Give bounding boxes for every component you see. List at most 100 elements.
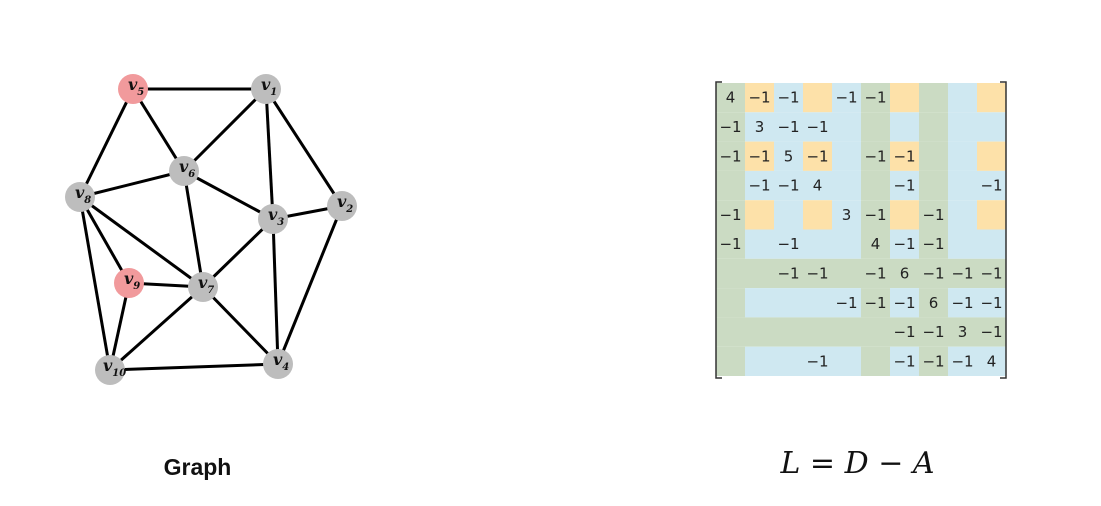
matrix-cell-5-8	[948, 229, 977, 259]
matrix-cell-3-6	[890, 170, 919, 201]
edge-v6-v8	[79, 169, 185, 199]
matrix-cell-1-1	[745, 112, 774, 142]
matrix-cell-3-7	[919, 170, 948, 201]
matrix-cell-0-8	[948, 83, 977, 113]
node-circle-v2	[327, 191, 357, 221]
edge-v2-v4	[276, 205, 344, 365]
matrix-cell-4-3	[803, 200, 832, 230]
matrix-cell-7-8	[948, 288, 977, 318]
matrix-cell-3-5	[861, 170, 890, 201]
matrix-value-4-7: −1	[922, 206, 944, 224]
node-circle-v9	[114, 268, 144, 298]
matrix-cell-6-7	[919, 258, 948, 289]
matrix-cell-6-9	[977, 258, 1006, 289]
node-v8: v8	[65, 182, 95, 212]
matrix-cell-2-8	[948, 141, 977, 171]
matrix-value-9-3: −1	[806, 352, 828, 370]
matrix-value-0-0: 4	[726, 89, 736, 107]
matrix-value-4-5: −1	[864, 206, 886, 224]
matrix-cell-6-1	[745, 258, 774, 289]
matrix-cell-8-0	[716, 317, 745, 347]
matrix-cell-7-5	[861, 288, 890, 318]
matrix-cell-0-2	[774, 83, 803, 113]
node-circle-v5	[118, 74, 148, 104]
matrix-cell-8-3	[803, 317, 832, 347]
matrix-cell-4-1	[745, 200, 774, 230]
matrix-cell-8-4	[832, 317, 861, 347]
matrix-value-6-3: −1	[806, 264, 828, 282]
matrix-cell-4-9	[977, 200, 1006, 230]
graph-edges	[78, 87, 344, 372]
matrix-cell-8-5	[861, 317, 890, 347]
matrix-cell-6-0	[716, 258, 745, 289]
node-circle-v4	[263, 349, 293, 379]
formula-equals: =	[809, 446, 836, 481]
matrix-cell-4-8	[948, 200, 977, 230]
matrix-cell-1-0	[716, 112, 745, 142]
matrix-cell-2-9	[977, 141, 1006, 171]
matrix-value-5-5: 4	[871, 235, 881, 253]
matrix-value-2-0: −1	[719, 147, 741, 165]
matrix-value-8-6: −1	[893, 323, 915, 341]
matrix-cell-5-5	[861, 229, 890, 259]
matrix-left-bracket	[715, 81, 722, 379]
matrix-value-3-6: −1	[893, 177, 915, 195]
matrix-cell-3-1	[745, 170, 774, 201]
matrix-cell-6-2	[774, 258, 803, 289]
edge-v7-v4	[201, 285, 280, 366]
edge-v8-v10	[78, 196, 112, 371]
matrix-cell-4-6	[890, 200, 919, 230]
matrix-value-9-6: −1	[893, 352, 915, 370]
matrix-value-8-8: 3	[958, 323, 968, 341]
edge-v3-v4	[271, 218, 280, 365]
matrix-value-9-7: −1	[922, 352, 944, 370]
matrix-cell-5-4	[832, 229, 861, 259]
matrix-cell-5-1	[745, 229, 774, 259]
matrix-cell-9-8	[948, 346, 977, 376]
matrix-cell-1-8	[948, 112, 977, 142]
node-v10: v10	[95, 355, 126, 385]
matrix-value-3-2: −1	[777, 177, 799, 195]
matrix-cell-0-5	[861, 83, 890, 113]
matrix-cell-2-0	[716, 141, 745, 171]
matrix-value-3-1: −1	[748, 177, 770, 195]
matrix-value-7-4: −1	[835, 294, 857, 312]
matrix-cell-7-6	[890, 288, 919, 318]
matrix-cell-2-7	[919, 141, 948, 171]
matrix-value-0-4: −1	[835, 89, 857, 107]
matrix-cell-5-7	[919, 229, 948, 259]
matrix-value-3-3: 4	[813, 177, 823, 195]
edge-v5-v6	[131, 88, 186, 172]
matrix-value-1-0: −1	[719, 118, 741, 136]
matrix-cell-9-9	[977, 346, 1006, 376]
matrix-cell-0-0	[716, 83, 745, 113]
matrix-cell-8-8	[948, 317, 977, 347]
matrix-value-1-1: 3	[755, 118, 765, 136]
matrix-cell-5-3	[803, 229, 832, 259]
matrix-cell-7-3	[803, 288, 832, 318]
matrix-cell-1-3	[803, 112, 832, 142]
matrix-value-6-7: −1	[922, 264, 944, 282]
edge-v5-v8	[78, 88, 135, 198]
matrix-value-0-5: −1	[864, 89, 886, 107]
matrix-value-5-7: −1	[922, 235, 944, 253]
node-v5: v5	[118, 74, 148, 104]
matrix-cell-3-0	[716, 170, 745, 201]
matrix-cell-0-3	[803, 83, 832, 113]
node-circle-v10	[95, 355, 125, 385]
matrix-cell-7-0	[716, 288, 745, 318]
node-v2: v2	[327, 191, 357, 221]
matrix-cell-2-3	[803, 141, 832, 171]
matrix-cell-4-4	[832, 200, 861, 230]
matrix-value-2-6: −1	[893, 147, 915, 165]
matrix-cell-9-4	[832, 346, 861, 376]
node-v7: v7	[188, 272, 218, 302]
matrix-cell-8-7	[919, 317, 948, 347]
matrix-value-9-8: −1	[951, 352, 973, 370]
matrix-cell-2-6	[890, 141, 919, 171]
matrix-value-0-1: −1	[748, 89, 770, 107]
matrix-cell-8-6	[890, 317, 919, 347]
graph-caption: Graph	[163, 454, 232, 480]
